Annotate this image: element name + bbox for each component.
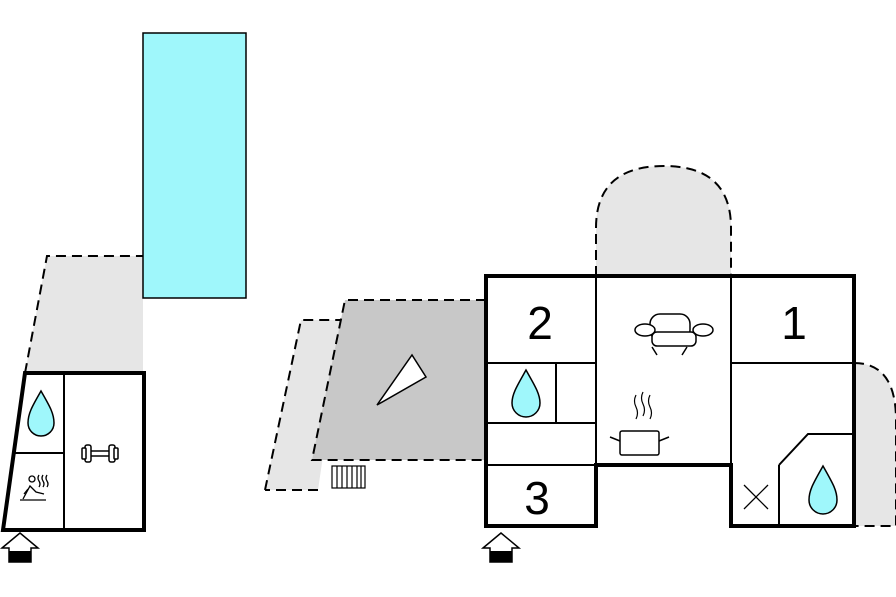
terrace-top — [596, 166, 731, 276]
sauna-icon — [20, 474, 49, 501]
annex-terrace-outline — [24, 255, 143, 374]
annex-terrace — [25, 256, 143, 373]
sofa-icon — [634, 313, 714, 356]
bedroom-3-label: 3 — [524, 472, 550, 524]
pool-icon — [142, 32, 247, 299]
main-building: 2 1 3 — [264, 164, 896, 563]
entrance-icon — [480, 532, 522, 563]
entrance-icon — [0, 532, 41, 563]
annex-building — [0, 32, 247, 563]
kitchen-pot-icon — [609, 391, 670, 456]
bedroom-1-label: 1 — [781, 297, 807, 349]
radiator-icon — [331, 465, 366, 489]
water-drop-icon — [511, 368, 541, 418]
fireplace-icon — [376, 353, 428, 406]
bedroom-2-label: 2 — [527, 297, 553, 349]
water-drop-icon — [808, 464, 838, 515]
annex-walls — [0, 371, 146, 532]
water-drop-icon — [27, 389, 55, 437]
terrace-right — [854, 363, 896, 526]
fitness-icon — [81, 444, 119, 463]
wc-cross-icon — [743, 484, 769, 510]
